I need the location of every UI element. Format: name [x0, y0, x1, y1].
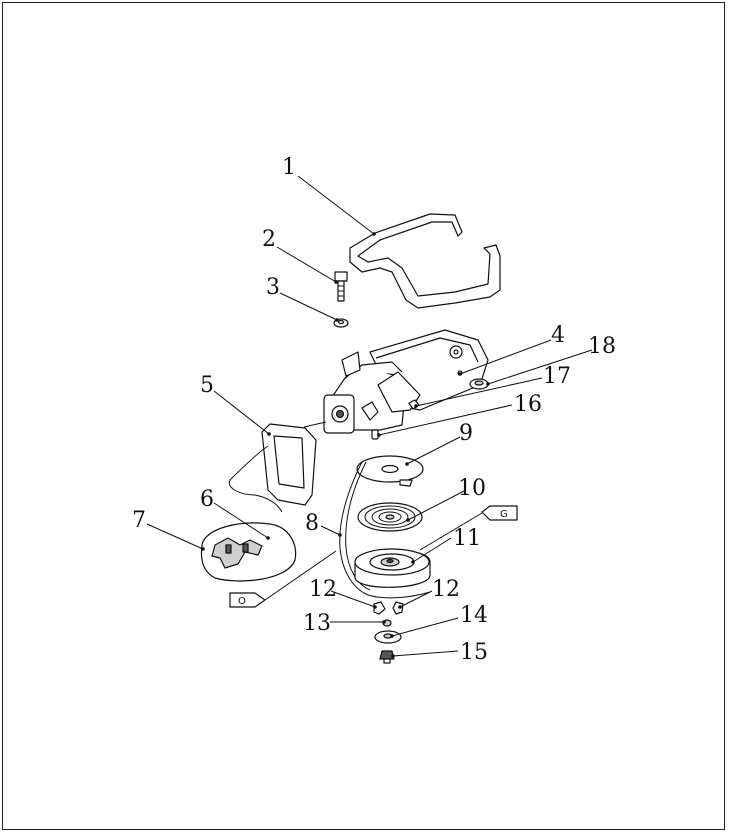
callout-15: 15 [460, 640, 488, 665]
part-5-gasket [228, 423, 317, 513]
part-15-screw [379, 650, 395, 664]
part-1-handle [349, 213, 501, 309]
callout-10: 10 [458, 476, 486, 501]
callout-12-right: 12 [432, 577, 460, 602]
callout-5: 5 [200, 373, 214, 398]
part-11-reel [354, 548, 431, 588]
callout-9: 9 [459, 421, 473, 446]
callout-numbers: 1 2 3 4 18 17 16 5 9 10 6 7 8 11 12 12 1… [132, 155, 616, 665]
callout-4: 4 [551, 323, 565, 348]
callout-8: 8 [305, 511, 319, 536]
callout-12-left: 12 [309, 577, 337, 602]
callout-11: 11 [453, 526, 481, 551]
part-10-spring [357, 502, 423, 532]
part-16-pin [371, 429, 379, 440]
callout-16: 16 [514, 392, 542, 417]
part-12-pawls [373, 601, 404, 615]
grease-tag-label: G [500, 509, 508, 520]
part-7-bracket [200, 522, 297, 582]
callout-1: 1 [282, 155, 296, 180]
callout-17: 17 [543, 364, 571, 389]
oil-tag: O [229, 550, 337, 608]
callout-2: 2 [262, 227, 276, 252]
part-2-bolt [334, 271, 348, 302]
grease-tag: G [419, 505, 518, 551]
callout-14: 14 [460, 603, 488, 628]
callout-13: 13 [303, 611, 331, 636]
part-4-housing [303, 329, 489, 434]
part-14-cam [374, 630, 402, 644]
callout-7: 7 [132, 508, 146, 533]
callout-3: 3 [266, 275, 280, 300]
part-18-grommet [469, 378, 489, 390]
leader-lines [146, 175, 593, 658]
callout-6: 6 [200, 487, 214, 512]
callout-18: 18 [588, 334, 616, 359]
oil-tag-label: O [238, 596, 246, 607]
